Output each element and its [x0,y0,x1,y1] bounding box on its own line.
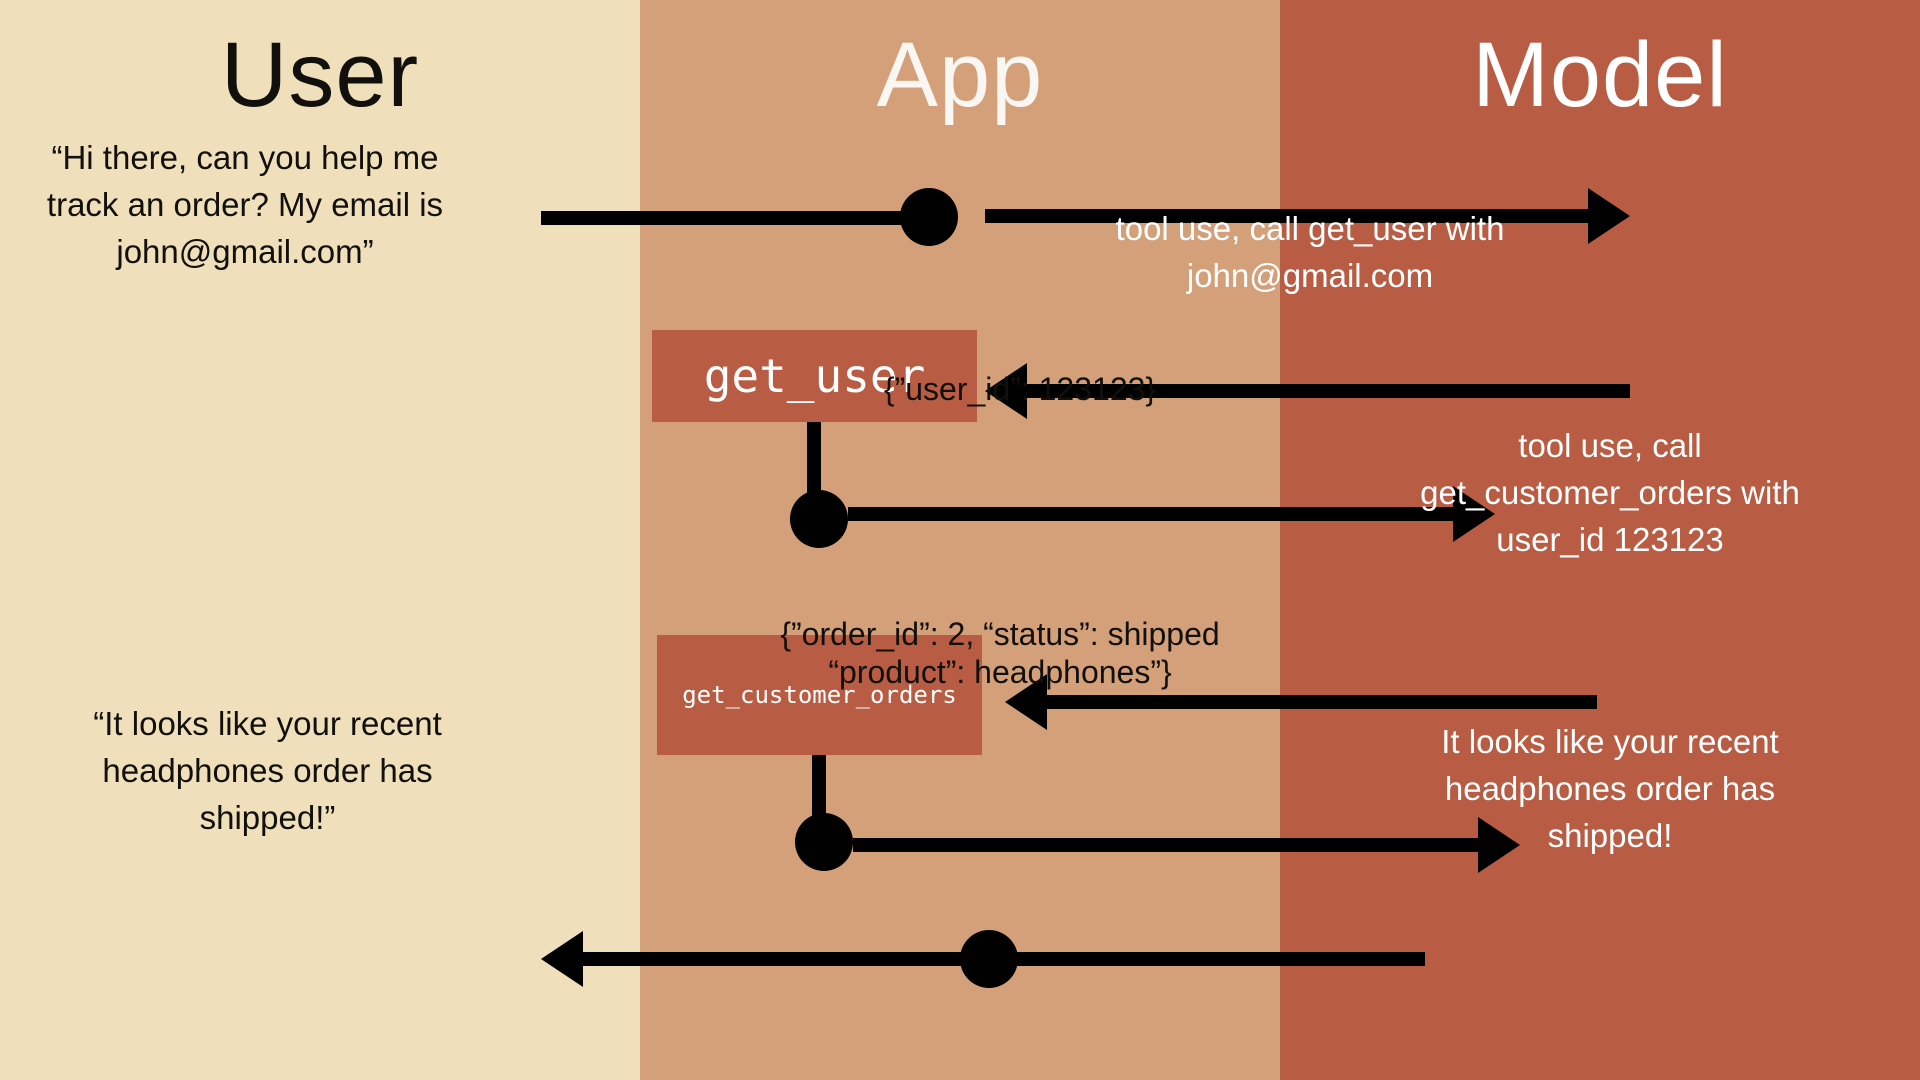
connector-tool-stem-1 [807,422,821,500]
connector-app-to-model-2 [848,507,1455,521]
lane-title-app: App [876,24,1044,126]
arrowhead-right-3 [1478,817,1520,873]
connector-app-to-user-final [583,952,973,966]
app-node-dot-2 [790,490,848,548]
lane-title-model: Model [1472,24,1728,126]
message-model-final: It looks like your recent headphones ord… [1441,723,1779,854]
lane-title-user: User [220,24,420,126]
arrowhead-left-3 [541,931,583,987]
connector-app-to-model-3 [853,838,1480,852]
connector-tool-stem-2 [812,755,826,823]
connector-model-to-app-final [1015,952,1425,966]
payload-get-customer-orders-result: {”order_id”: 2, “status”: shipped “produ… [780,616,1220,690]
message-model-tool-call-1: tool use, call get_user with john@gmail.… [1115,210,1505,294]
message-user-final-reply: “It looks like your recent headphones or… [93,705,442,836]
app-node-dot-3 [795,813,853,871]
connector-model-to-app-2 [1047,695,1597,709]
arrowhead-left-2 [1005,674,1047,730]
arrowhead-right-1 [1588,188,1630,244]
payload-get-user-result: {”user_id”: 123123} [883,371,1157,407]
lane-user [0,0,640,1080]
tool-box-get-customer-orders[interactable]: get_customer_orders [657,635,982,755]
connector-app-to-model-1 [985,209,1590,223]
lane-app [640,0,1280,1080]
arrowhead-right-2 [1453,486,1495,542]
arrowhead-left-1 [985,363,1027,419]
connector-model-to-app-1 [1027,384,1630,398]
tool-box-get-user[interactable]: get_user [652,330,977,422]
connector-user-to-app-1 [541,211,936,225]
lane-model [1280,0,1920,1080]
message-user-request: “Hi there, can you help me track an orde… [46,139,444,270]
message-model-tool-call-2: tool use, call get_customer_orders with … [1420,427,1800,558]
app-node-dot-4 [960,930,1018,988]
app-node-dot-1 [900,188,958,246]
